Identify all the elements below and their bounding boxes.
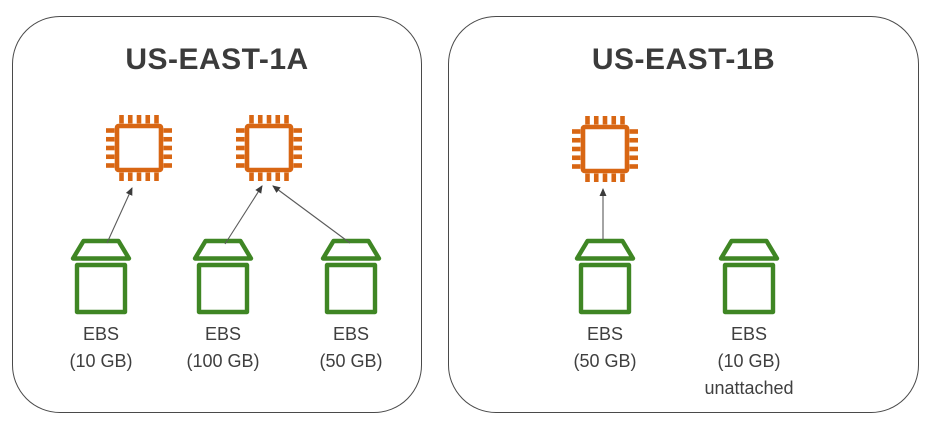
ec2-instance-icon bbox=[103, 112, 175, 184]
volume-size: (100 GB) bbox=[186, 351, 260, 371]
availability-zone-us-east-1a: US-EAST-1A EBS (10 GB) EBS (100 GB) EBS … bbox=[12, 16, 422, 413]
volume-name: EBS bbox=[82, 324, 120, 344]
volume-note: unattached bbox=[704, 378, 794, 398]
volume-name: EBS bbox=[332, 324, 370, 344]
volume-size: (10 GB) bbox=[69, 351, 133, 371]
ebs-volume-icon bbox=[70, 237, 132, 315]
ebs-volume-label: EBS (100 GB) bbox=[158, 321, 288, 375]
volume-size: (10 GB) bbox=[717, 351, 781, 371]
ebs-volume-label: EBS (50 GB) bbox=[286, 321, 416, 375]
volume-size: (50 GB) bbox=[573, 351, 637, 371]
ebs-volume-label: EBS (10 GB) unattached bbox=[684, 321, 814, 402]
zone-title: US-EAST-1A bbox=[125, 43, 309, 76]
volume-name: EBS bbox=[730, 324, 768, 344]
volume-name: EBS bbox=[586, 324, 624, 344]
availability-zone-us-east-1b: US-EAST-1B EBS (50 GB) EBS (10 GB) unatt… bbox=[448, 16, 919, 413]
zone-title: US-EAST-1B bbox=[591, 43, 776, 76]
ebs-volume-icon bbox=[718, 237, 780, 315]
ec2-instance-icon bbox=[233, 112, 305, 184]
ec2-instance-icon bbox=[569, 113, 641, 185]
ebs-volume-label: EBS (50 GB) bbox=[540, 321, 670, 375]
ebs-volume-icon bbox=[320, 237, 382, 315]
ebs-volume-icon bbox=[192, 237, 254, 315]
volume-name: EBS bbox=[204, 324, 242, 344]
ebs-volume-label: EBS (10 GB) bbox=[36, 321, 166, 375]
volume-size: (50 GB) bbox=[319, 351, 383, 371]
ebs-volume-icon bbox=[574, 237, 636, 315]
